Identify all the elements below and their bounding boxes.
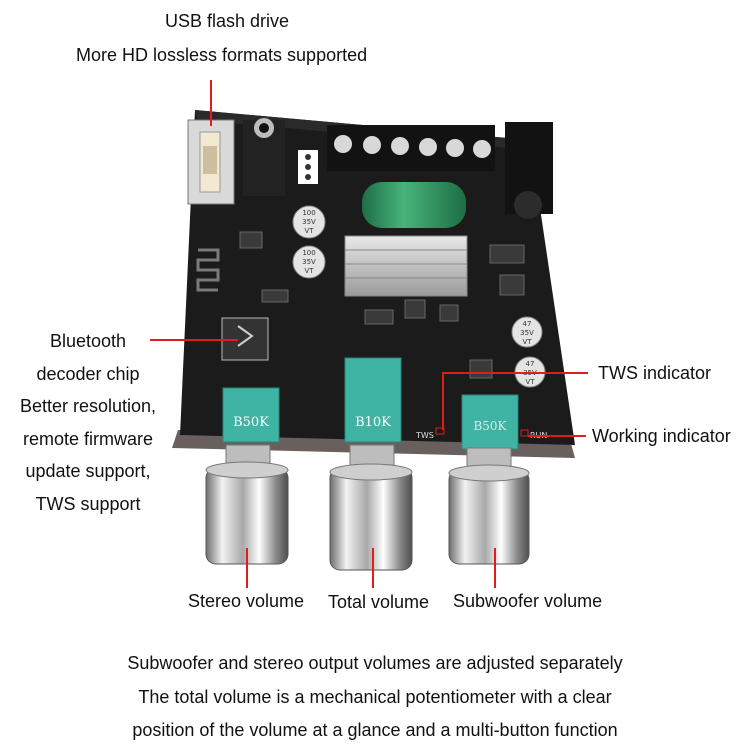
heatsink [344,235,468,297]
cap-text: 100 [302,209,315,217]
total-volume-label: Total volume [328,592,430,612]
pot-center-label: B10K [355,415,391,430]
header-pins [298,150,318,184]
terminal-block [327,125,495,171]
working-indicator-label: Working indicator [592,426,731,446]
subwoofer-volume-label: Subwoofer volume [453,591,603,611]
working-callout-line [528,435,586,437]
pot-right-label: B50K [473,419,507,433]
antenna-trace [196,248,220,292]
usb-port [187,119,235,205]
amplifier-board-illustration: 100 35V VT 100 35V VT 47 35V VT 47 35V V… [172,110,575,571]
cap-text: 35V [302,218,316,226]
bluetooth-label: Bluetooth decoder chip Better resolution… [8,325,168,520]
bluetooth-line: TWS support [35,493,141,514]
usb-title: USB flash drive [165,11,290,31]
total-callout-line [372,548,374,588]
cap-text: 35V [302,258,316,266]
bluetooth-line: decoder chip [36,363,140,384]
usb-subtitle: More HD lossless formats supported [76,45,368,65]
main-capacitor [362,182,466,228]
caption-line-2: The total volume is a mechanical potenti… [138,687,612,707]
bluetooth-line: update support, [25,461,151,481]
bluetooth-line: remote firmware [22,428,154,449]
subwoofer-callout-line [494,548,496,588]
knob-right [448,447,530,565]
tws-callout-drop [442,372,444,430]
knob-center [329,444,413,571]
capacitor-right-top: 47 35V VT [511,316,543,348]
bluetooth-callout-line [150,339,238,341]
pot-left: B50K [222,387,280,443]
caption-line-1: Subwoofer and stereo output volumes are … [127,653,623,673]
bluetooth-line: Better resolution, [19,396,157,416]
caption-line-3: position of the volume at a glance and a… [132,720,618,740]
capacitor-top-left: 100 35V VT [292,205,326,239]
run-led [520,429,529,437]
cap-text: 47 [526,360,535,368]
cap-text: 47 [523,320,532,328]
caption-band [0,620,750,750]
cap-text: VT [304,227,314,235]
bluetooth-line: Bluetooth [49,331,127,351]
stereo-volume-label: Stereo volume [188,591,305,611]
capacitor-mid-left: 100 35V VT [292,245,326,279]
audio-jack [243,118,285,196]
pot-right: B50K [461,394,519,450]
usb-callout-line [210,80,212,126]
cap-text: VT [522,338,532,346]
tws-indicator-label: TWS indicator [598,363,712,383]
cap-text: 35V [520,329,534,337]
cap-text: VT [304,267,314,275]
cap-text: 100 [302,249,315,257]
tws-silk: TWS [415,431,434,440]
pot-center: B10K [344,357,402,443]
stereo-callout-line [246,548,248,588]
knob-left [205,444,289,565]
cap-text: VT [525,378,535,386]
tws-led [435,427,445,435]
pot-left-label: B50K [233,415,269,430]
tws-callout-line [442,372,588,374]
